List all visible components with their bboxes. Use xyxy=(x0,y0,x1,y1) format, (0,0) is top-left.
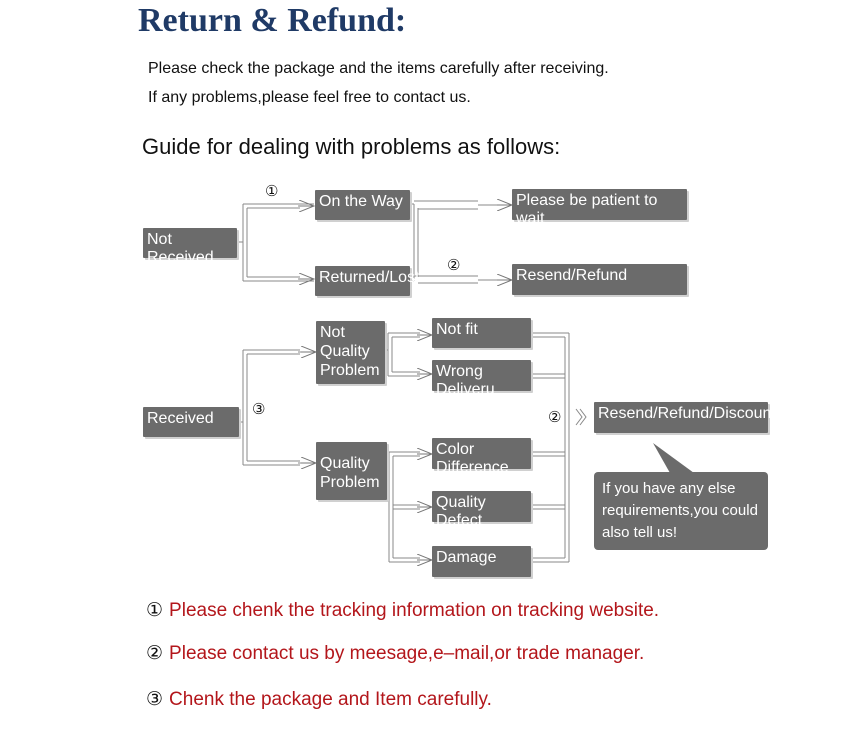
page-title: Return & Refund: xyxy=(138,2,407,39)
marker-two-top: ② xyxy=(447,257,461,274)
node-resend-refund: Resend/Refund xyxy=(512,264,687,295)
requirements-bubble: If you have any else requirements,you co… xyxy=(594,472,768,550)
intro-line-1: Please check the package and the items c… xyxy=(148,60,609,77)
marker-two-right: ② xyxy=(548,409,562,426)
node-quality-defect: Quality Defect xyxy=(432,491,531,529)
quality-line-1: Quality xyxy=(320,455,370,472)
guide-heading: Guide for dealing with problems as follo… xyxy=(142,134,561,159)
not-quality-line-2: Quality xyxy=(320,343,370,360)
bubble-line-2: requirements,you could xyxy=(602,502,758,519)
quality-line-2: Problem xyxy=(320,474,380,491)
node-not-received: Not Received xyxy=(143,228,237,266)
node-resend-refund-discount: Resend/Refund/Discount xyxy=(594,402,776,433)
note-1-number: ① xyxy=(146,600,164,621)
note-3-number: ③ xyxy=(146,689,164,710)
node-color-difference: Color Difference xyxy=(432,438,531,476)
marker-three: ③ xyxy=(252,401,266,418)
node-received: Received xyxy=(143,407,239,437)
node-returned-lost: Returned/Lost xyxy=(315,266,420,296)
node-patient-wait: Please be patient to wait xyxy=(512,189,687,227)
bubble-line-3: also tell us! xyxy=(602,524,678,541)
node-not-quality-problem: Not Quality Problem xyxy=(316,321,385,384)
marker-one-top: ① xyxy=(265,183,279,200)
not-quality-line-1: Not xyxy=(320,324,345,341)
intro-line-2: If any problems,please feel free to cont… xyxy=(148,89,471,106)
bubble-tail xyxy=(653,443,694,473)
node-on-the-way: On the Way xyxy=(315,190,410,220)
node-not-fit: Not fit xyxy=(432,318,531,348)
note-1-text: Please chenk the tracking information on… xyxy=(169,600,660,621)
bubble-line-1: If you have any else xyxy=(602,480,736,497)
node-damage: Damage xyxy=(432,546,531,577)
not-quality-line-3: Problem xyxy=(320,362,380,379)
note-3-text: Chenk the package and Item carefully. xyxy=(169,689,492,710)
note-2-number: ② xyxy=(146,643,164,664)
node-quality-problem: Quality Problem xyxy=(316,442,387,500)
node-wrong-deliveru: Wrong Deliveru xyxy=(432,360,531,398)
note-2-text: Please contact us by meesage,e–mail,or t… xyxy=(169,643,645,664)
